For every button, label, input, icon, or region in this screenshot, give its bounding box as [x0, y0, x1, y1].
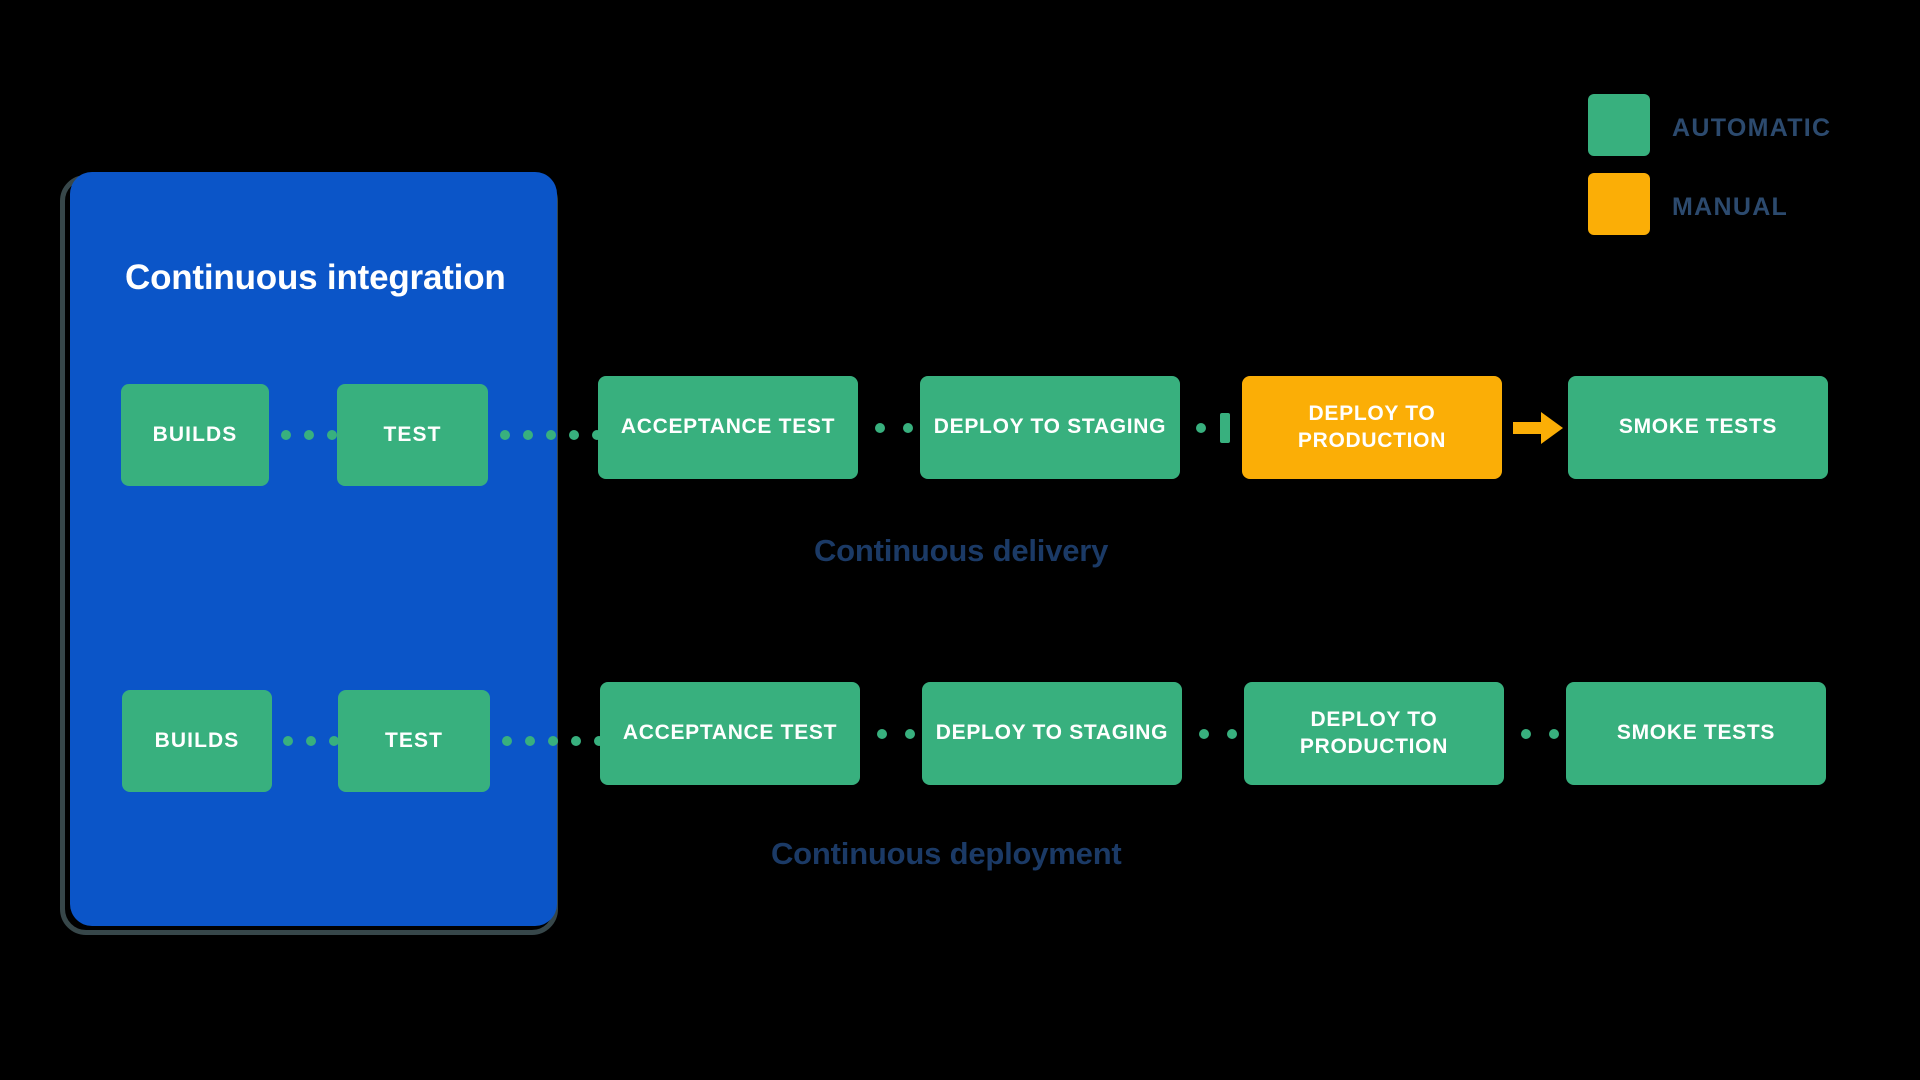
node-smoke-tests-deployment[interactable]: SMOKE TESTS	[1566, 682, 1826, 785]
connector-dot	[327, 430, 337, 440]
node-test-delivery[interactable]: TEST	[337, 384, 488, 486]
connector-dot	[548, 736, 558, 746]
connector-dot	[903, 423, 913, 433]
connector-dot	[306, 736, 316, 746]
node-builds-deployment[interactable]: BUILDS	[122, 690, 272, 792]
caption-continuous-delivery: Continuous delivery	[814, 533, 1109, 568]
ci-panel-title: Continuous integration	[125, 258, 506, 297]
legend-automatic-swatch	[1588, 94, 1650, 156]
connector-dot	[571, 736, 581, 746]
connector-dot	[1196, 423, 1206, 433]
arrow-production-smoke-delivery	[1513, 412, 1563, 444]
connector-dot	[523, 430, 533, 440]
legend-manual-label: MANUAL	[1672, 193, 1789, 221]
connector-dot	[546, 430, 556, 440]
node-test-deployment[interactable]: TEST	[338, 690, 490, 792]
connector-dot	[500, 430, 510, 440]
connector-dot	[877, 729, 887, 739]
connector-dot	[569, 430, 579, 440]
connector-dot	[1199, 729, 1209, 739]
connector-dot	[329, 736, 339, 746]
node-deploy-staging-deployment[interactable]: DEPLOY TO STAGING	[922, 682, 1182, 785]
legend-manual-swatch	[1588, 173, 1650, 235]
connector-staging-production-delivery	[1196, 413, 1230, 443]
node-deploy-production-deployment[interactable]: DEPLOY TO PRODUCTION	[1244, 682, 1504, 785]
connector-dot	[304, 430, 314, 440]
node-smoke-tests-delivery[interactable]: SMOKE TESTS	[1568, 376, 1828, 479]
node-acceptance-test-delivery[interactable]: ACCEPTANCE TEST	[598, 376, 858, 479]
node-acceptance-test-deployment[interactable]: ACCEPTANCE TEST	[600, 682, 860, 785]
connector-dot	[875, 423, 885, 433]
node-deploy-staging-delivery[interactable]: DEPLOY TO STAGING	[920, 376, 1180, 479]
legend-automatic-label: AUTOMATIC	[1672, 114, 1832, 142]
caption-continuous-deployment: Continuous deployment	[771, 836, 1122, 871]
connector-bar	[1220, 413, 1230, 443]
node-deploy-production-delivery[interactable]: DEPLOY TO PRODUCTION	[1242, 376, 1502, 479]
connector-dot	[1227, 729, 1237, 739]
connector-dot	[502, 736, 512, 746]
connector-dot	[281, 430, 291, 440]
connector-dot	[525, 736, 535, 746]
node-builds-delivery[interactable]: BUILDS	[121, 384, 269, 486]
connector-dot	[905, 729, 915, 739]
connector-dot	[594, 736, 604, 746]
connector-dot	[592, 430, 602, 440]
ci-panel	[70, 172, 557, 926]
connector-dot	[283, 736, 293, 746]
connector-dot	[1521, 729, 1531, 739]
connector-dot	[1549, 729, 1559, 739]
